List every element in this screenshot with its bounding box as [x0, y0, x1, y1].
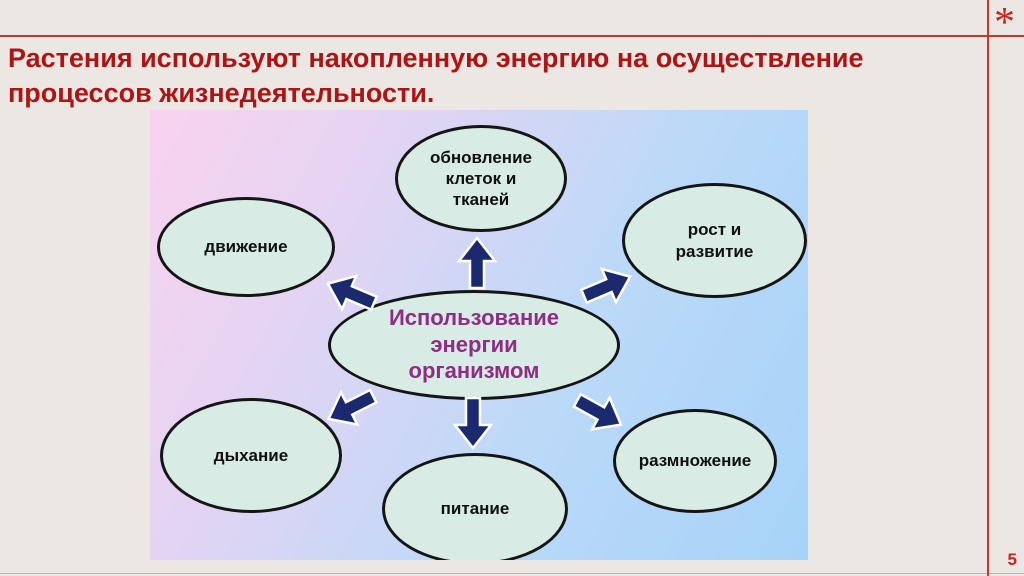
- arrow-up-icon: [456, 235, 498, 290]
- top-border-line: [0, 35, 1024, 37]
- arrow-upper-left-icon: [318, 264, 382, 323]
- node-movement: движение: [157, 197, 335, 297]
- node-nutrition-label: питание: [440, 499, 510, 519]
- node-movement-label: движение: [204, 237, 288, 257]
- asterisk-icon: *: [994, 0, 1015, 46]
- node-breathing: дыхание: [160, 398, 342, 513]
- slide-title-line-2: процессов жизнедеятельности.: [8, 78, 435, 108]
- node-growth-development: рост и развитие: [622, 183, 807, 298]
- node-center-energy-use: Использование энергии организмом: [328, 290, 620, 400]
- node-reproduction-label: размножение: [638, 451, 752, 471]
- node-nutrition: питание: [382, 453, 568, 560]
- energy-use-diagram: обновление клеток и тканей движение рост…: [150, 110, 808, 560]
- arrow-lower-left-icon: [317, 377, 382, 438]
- right-border-line: [987, 0, 989, 576]
- arrow-upper-right-icon: [576, 257, 640, 316]
- node-cell-renewal: обновление клеток и тканей: [395, 125, 567, 232]
- arrow-lower-right-icon: [567, 382, 633, 444]
- node-reproduction: размножение: [613, 409, 777, 513]
- bottom-border-line: [0, 573, 1024, 574]
- slide-title-line-1: Растения используют накопленную энергию …: [8, 43, 864, 73]
- slide-title: Растения используют накопленную энергию …: [8, 41, 983, 111]
- node-cell-renewal-label: обновление клеток и тканей: [430, 147, 532, 210]
- arrow-down-icon: [452, 396, 494, 451]
- node-breathing-label: дыхание: [213, 445, 289, 465]
- page-number: 5: [1007, 550, 1017, 569]
- node-center-energy-use-label: Использование энергии организмом: [388, 305, 560, 384]
- node-growth-development-label: рост и развитие: [675, 220, 754, 261]
